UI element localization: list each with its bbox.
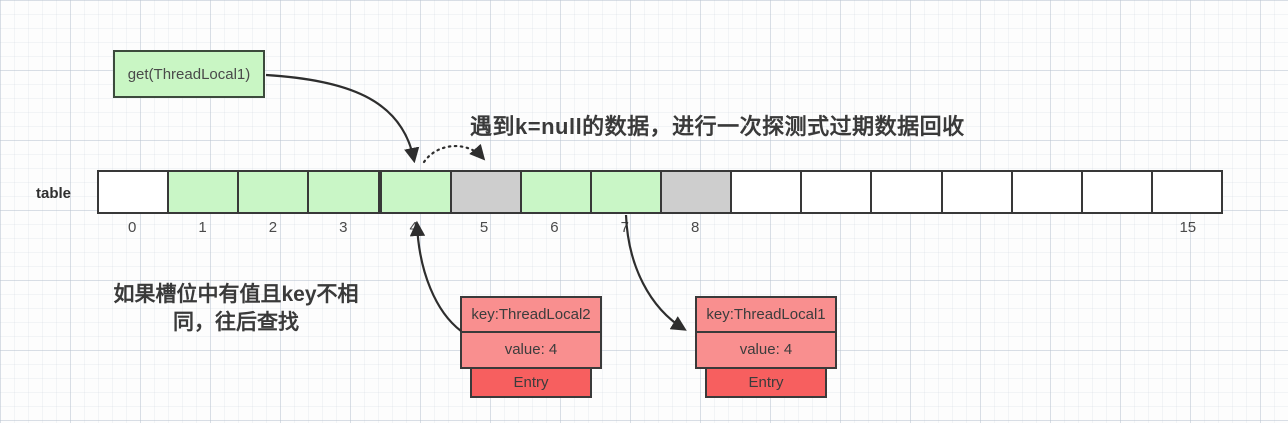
- entry-value-threadlocal1: value: 4: [695, 331, 837, 369]
- cell-index-4: 4: [409, 219, 418, 236]
- table-cell-7: [589, 170, 662, 214]
- entry-box-threadlocal1: key:ThreadLocal1 value: 4 Entry: [695, 296, 837, 398]
- table-cell-3: [307, 170, 380, 214]
- entry-footer-threadlocal2: Entry: [470, 367, 592, 398]
- get-call-box: get(ThreadLocal1): [113, 50, 265, 98]
- table-indices: 0 1 2 3 4 5 6 7 8 15: [97, 219, 1223, 236]
- cell-index-6: 6: [550, 219, 559, 236]
- annotation-probe-cleanup: 遇到k=null的数据，进行一次探测式过期数据回收: [470, 114, 965, 139]
- cell-index-11: [871, 219, 941, 236]
- annotation-linear-probe-line1: 如果槽位中有值且key不相: [113, 283, 359, 306]
- table-label: table: [36, 185, 72, 202]
- table-cell-6: [519, 170, 592, 214]
- entry-footer-threadlocal1: Entry: [705, 367, 827, 398]
- cell-index-0: 0: [128, 219, 137, 236]
- table-cell-8: [660, 170, 733, 214]
- table-cell-1: [167, 170, 240, 214]
- table-cell-13: [1010, 170, 1083, 214]
- table-cell-9: [730, 170, 803, 214]
- cell-index-7: 7: [620, 219, 629, 236]
- arrow-entry2-to-slot4: [409, 220, 462, 332]
- arrow-probe-slot4-to-slot5: [422, 143, 486, 164]
- cell-index-15: 15: [1179, 219, 1197, 236]
- entry-box-threadlocal2: key:ThreadLocal2 value: 4 Entry: [460, 296, 602, 398]
- table-cell-15: [1150, 170, 1223, 214]
- table-cell-2: [237, 170, 310, 214]
- annotation-linear-probe-line2: 同，往后查找: [173, 310, 299, 334]
- cell-index-13: [1012, 219, 1082, 236]
- annotation-linear-probe: 如果槽位中有值且key不相 同，往后查找: [100, 281, 372, 336]
- table-cell-12: [940, 170, 1013, 214]
- cell-index-14: [1082, 219, 1152, 236]
- cell-index-10: [801, 219, 871, 236]
- cell-index-9: [730, 219, 800, 236]
- entry-key-threadlocal2: key:ThreadLocal2: [460, 296, 602, 333]
- table-cell-4: [377, 170, 452, 214]
- table-cell-14: [1080, 170, 1153, 214]
- cell-index-8: 8: [691, 219, 700, 236]
- table-cell-5: [449, 170, 522, 214]
- cell-index-3: 3: [339, 219, 348, 236]
- table-cell-11: [870, 170, 943, 214]
- cell-index-12: [942, 219, 1012, 236]
- hash-table-row: [97, 170, 1223, 214]
- table-cell-10: [800, 170, 873, 214]
- arrow-get-to-slot4: [265, 73, 420, 164]
- cell-index-2: 2: [268, 219, 278, 236]
- table-cell-0: [97, 170, 170, 214]
- cell-index-1: 1: [198, 219, 207, 236]
- cell-index-5: 5: [479, 219, 489, 236]
- entry-value-threadlocal2: value: 4: [460, 331, 602, 369]
- entry-key-threadlocal1: key:ThreadLocal1: [695, 296, 837, 333]
- get-call-label: get(ThreadLocal1): [127, 65, 251, 83]
